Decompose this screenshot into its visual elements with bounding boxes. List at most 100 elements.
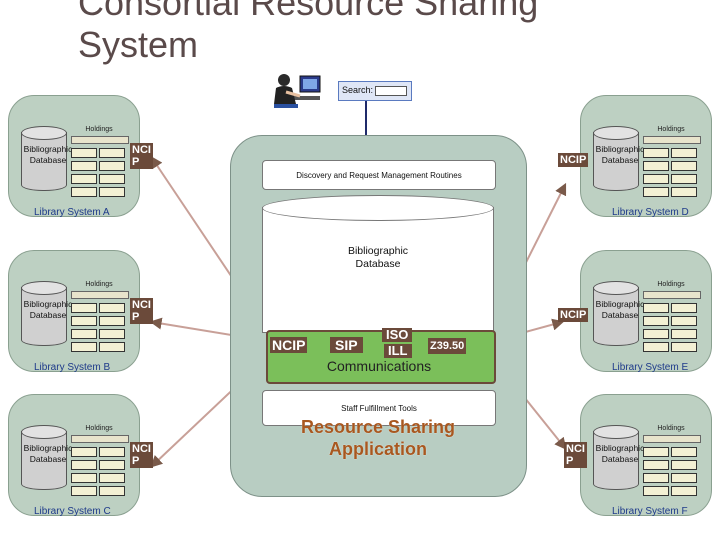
holdings-cell (99, 460, 125, 470)
holdings-cell (643, 174, 669, 184)
staff-tools-label: Staff Fulfillment Tools (341, 404, 417, 413)
title-line-2: System (78, 24, 199, 65)
holdings-cell (671, 174, 697, 184)
protocol-ncip: NCIP (270, 337, 308, 353)
holdings-label: Holdings (85, 425, 113, 432)
holdings-cell (643, 460, 669, 470)
search-field[interactable]: Search: (338, 81, 412, 101)
holdings-cell (71, 303, 97, 313)
holdings-cell (671, 486, 697, 496)
holdings-cell (643, 486, 669, 496)
holdings-cell (71, 486, 97, 496)
holdings-table: Holdings (71, 126, 129, 202)
holdings-header (643, 435, 701, 443)
holdings-cell (643, 316, 669, 326)
search-input[interactable] (375, 86, 407, 96)
holdings-cell (643, 187, 669, 197)
app-title-line-2: Application (329, 439, 427, 459)
holdings-cell (71, 174, 97, 184)
holdings-cell (71, 447, 97, 457)
holdings-table: Holdings (643, 425, 701, 501)
protocol-z3950: Z39.50 (428, 338, 467, 354)
holdings-header (71, 291, 129, 299)
holdings-cell (71, 460, 97, 470)
holdings-cell (643, 473, 669, 483)
holdings-cell (671, 329, 697, 339)
holdings-cell (99, 161, 125, 171)
holdings-cell (71, 342, 97, 352)
holdings-cell (671, 473, 697, 483)
holdings-table: Holdings (71, 281, 129, 357)
holdings-cell (671, 342, 697, 352)
holdings-table: Holdings (71, 425, 129, 501)
staff-tools-box: Staff Fulfillment Tools (262, 390, 496, 426)
holdings-cell (671, 460, 697, 470)
page-title: Consortial Resource Sharing System (78, 0, 538, 70)
holdings-label: Holdings (657, 126, 685, 133)
holdings-cell (99, 148, 125, 158)
holdings-cell (99, 447, 125, 457)
app-title: Resource Sharing Application (270, 416, 486, 460)
protocol-ill: ILL (384, 344, 412, 358)
holdings-cell (671, 148, 697, 158)
holdings-header (71, 136, 129, 144)
ncip-tag: NCIP (558, 308, 589, 322)
holdings-cell (99, 303, 125, 313)
discovery-routines-label: Discovery and Request Management Routine… (296, 171, 462, 180)
user-at-computer-icon (270, 70, 322, 110)
holdings-cell (99, 473, 125, 483)
holdings-cell (71, 473, 97, 483)
app-title-line-1: Resource Sharing (300, 417, 456, 437)
holdings-cell (99, 486, 125, 496)
holdings-cell (643, 303, 669, 313)
central-db-label-2: Database (355, 258, 401, 270)
holdings-cell (99, 174, 125, 184)
library-label: Library System C (34, 506, 111, 517)
protocol-iso: ISO (382, 328, 413, 342)
holdings-header (643, 136, 701, 144)
holdings-cell (71, 187, 97, 197)
communications-label: Communications (326, 358, 432, 374)
title-line-1: Consortial Resource Sharing (78, 0, 539, 23)
library-label: Library System E (612, 362, 689, 373)
holdings-header (71, 435, 129, 443)
library-label: Library System A (34, 207, 110, 218)
holdings-cell (643, 148, 669, 158)
holdings-cell (643, 329, 669, 339)
holdings-cell (671, 161, 697, 171)
search-label: Search: (342, 85, 374, 95)
discovery-routines-box: Discovery and Request Management Routine… (262, 160, 496, 190)
holdings-cell (99, 187, 125, 197)
holdings-cell (71, 148, 97, 158)
holdings-cell (99, 329, 125, 339)
central-bibliographic-database: Bibliographic Database (262, 195, 494, 335)
holdings-cell (71, 329, 97, 339)
holdings-label: Holdings (657, 281, 685, 288)
holdings-cell (71, 316, 97, 326)
holdings-cell (643, 342, 669, 352)
library-label: Library System D (612, 207, 689, 218)
holdings-table: Holdings (643, 126, 701, 202)
holdings-cell (671, 187, 697, 197)
holdings-cell (671, 316, 697, 326)
library-label: Library System B (34, 362, 111, 373)
